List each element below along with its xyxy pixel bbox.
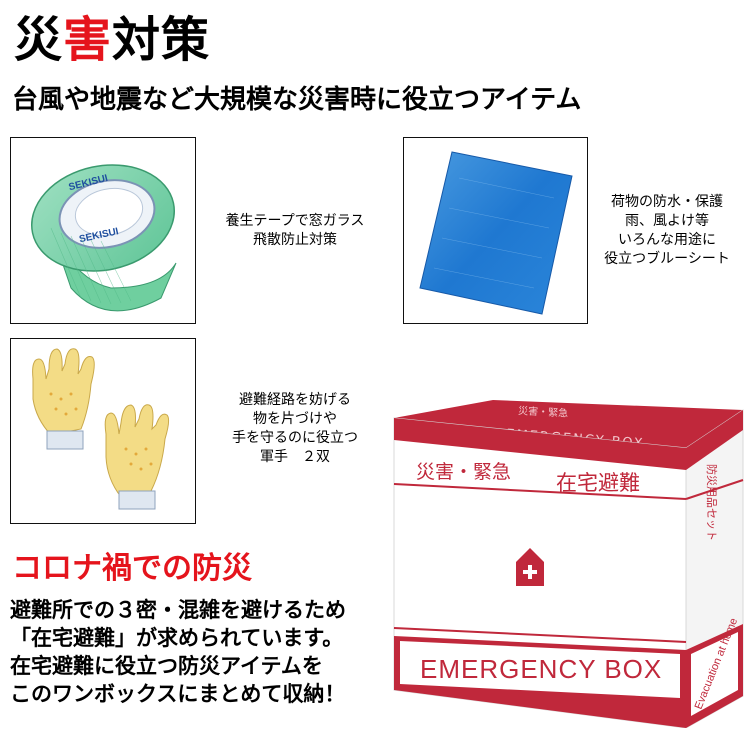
- corona-body-line: 避難所での３密・混雑を避けるため: [10, 598, 346, 622]
- tarp-caption-line: いろんな用途に: [618, 232, 716, 248]
- page-subtitle: 台風や地震など大規模な災害時に役立つアイテム: [12, 85, 582, 115]
- tape-caption: 養生テープで窓ガラス 飛散防止対策: [205, 212, 385, 250]
- masking-tape-icon: SEKISUI SEKISUI: [30, 164, 177, 312]
- gloves-caption-line: 物を片づけや: [253, 411, 337, 427]
- tarp-caption-line: 役立つブルーシート: [604, 251, 730, 267]
- gloves-caption-line: 軍手 ２双: [260, 449, 330, 465]
- box-side-top-label: 防災用品セット: [705, 464, 719, 541]
- tape-caption-line: 飛散防止対策: [253, 232, 337, 248]
- work-gloves-icon: [32, 348, 170, 510]
- box-band-right: 在宅避難: [556, 471, 640, 495]
- tarp-caption: 荷物の防水・保護 雨、風よけ等 いろんな用途に 役立つブルーシート: [592, 193, 742, 269]
- box-front-label: EMERGENCY BOX: [420, 654, 662, 684]
- gloves-image-frame: [10, 338, 196, 524]
- box-top-small: 災害・緊急: [518, 404, 569, 420]
- title-char-red: 害: [63, 12, 113, 68]
- tarp-image-frame: [403, 137, 588, 324]
- box-top: [394, 400, 743, 448]
- gloves-caption: 避難経路を妨げる 物を片づけや 手を守るのに役立つ 軍手 ２双: [205, 391, 385, 467]
- box-band-left: 災害・緊急: [416, 461, 511, 483]
- title-char-1: 災: [14, 12, 64, 68]
- gloves-caption-line: 手を守るのに役立つ: [232, 430, 358, 446]
- gloves-caption-line: 避難経路を妨げる: [239, 392, 351, 408]
- page-title: 災害対策: [14, 10, 210, 70]
- corona-body-line: 在宅避難に役立つ防災アイテムを: [10, 654, 323, 678]
- title-char-rest: 対策: [112, 12, 211, 68]
- corona-body-line: このワンボックスにまとめて収納！: [10, 682, 346, 706]
- tape-image-frame: SEKISUI SEKISUI: [10, 137, 196, 324]
- corona-section-title: コロナ禍での防災: [12, 551, 252, 586]
- corona-section-body: 避難所での３密・混雑を避けるため 「在宅避難」が求められています。 在宅避難に役…: [10, 596, 346, 708]
- tarp-caption-line: 雨、風よけ等: [625, 213, 709, 229]
- corona-body-line: 「在宅避難」が求められています。: [10, 626, 344, 650]
- emergency-box-image: EMERGENCY BOX 災害・緊急 災害・緊急 在宅避難 防災用品セット E…: [393, 400, 744, 728]
- house-cross-icon: [516, 548, 544, 586]
- tape-caption-line: 養生テープで窓ガラス: [225, 213, 365, 229]
- blue-tarp-icon: [419, 151, 573, 315]
- tarp-caption-line: 荷物の防水・保護: [611, 194, 723, 210]
